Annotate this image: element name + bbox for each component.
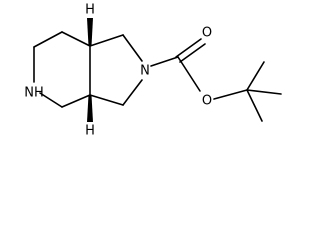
pyrrolidine-ring [89,34,143,106]
atom-label-o-carbonyl: O [202,26,212,41]
bond-cquat-me-bottom [246,89,263,122]
atom-label-h-top: H [85,3,95,18]
boc-group [150,38,282,122]
atom-label-h-bottom: H [85,124,95,139]
bond-cquat-me-right [246,89,282,95]
bond-c1-n2 [122,34,143,62]
bond-c7a-c1 [89,34,124,47]
bond-c3-c3a [89,94,124,106]
bond-oester-cquat [213,89,248,100]
atom-label-o-ester: O [202,94,212,109]
bond-nh-c4 [39,92,63,108]
bond-n2-c3 [122,79,143,106]
chemical-structure: H H NH N O O [24,3,282,139]
bond-c7-c6 [33,31,63,48]
piperidine-ring [33,31,91,108]
bond-carbonyl-double-b [179,43,206,63]
atom-label-n-ring: N [140,64,150,79]
bond-cquat-me-top [246,61,265,91]
bond-carbonyl-double-a [175,38,202,58]
bond-ccarbonyl-oester [177,56,201,92]
stereo-wedge-top [87,18,93,46]
bond-c7a-c7 [61,31,91,47]
atom-label-nh: NH [24,86,44,101]
stereo-wedge-bottom [87,95,93,122]
bond-c4-c3a [61,94,91,108]
bond-n2-ccarbonyl [150,56,179,67]
